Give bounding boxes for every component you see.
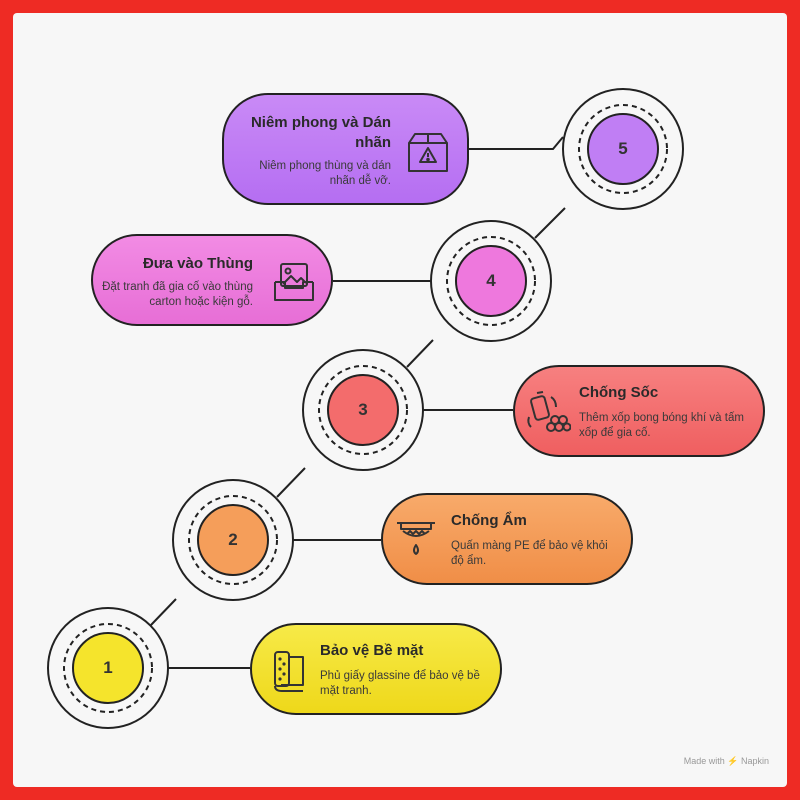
bubble-wrap-icon — [527, 391, 571, 432]
step-1-card: Bảo vệ Bề mặt Phủ giấy glassine để bảo v… — [250, 623, 502, 715]
step-2-card: Chống Ẩm Quấn màng PE để bảo vệ khỏi độ … — [381, 493, 633, 585]
step-1-desc: Phủ giấy glassine để bảo vệ bề mặt tranh… — [320, 670, 480, 697]
step-2-number: 2 — [228, 530, 238, 549]
link-3-4 — [406, 339, 434, 368]
step-4-number: 4 — [486, 271, 496, 290]
step-4-desc: Đặt tranh đã gia cố vào thùng carton hoặ… — [102, 281, 253, 308]
paper-roll-icon — [274, 651, 304, 692]
step-5-disk — [587, 113, 659, 185]
step-5-title: Niêm phong và Dán nhãn — [250, 114, 391, 151]
diagram-canvas: 1 2 3 4 5 Bảo vệ Bề mặt Phủ giấy glassin… — [13, 13, 787, 787]
step-2-desc: Quấn màng PE để bảo vệ khỏi độ ẩm. — [451, 540, 608, 567]
link-2-3 — [276, 467, 306, 498]
step-1-title: Bảo vệ Bề mặt — [320, 642, 424, 659]
step-3-title: Chống Sốc — [579, 384, 659, 401]
napkin-watermark: Made with ⚡ Napkin — [683, 756, 769, 766]
step-5-dashed-ring — [578, 104, 668, 194]
link-4-5 — [534, 207, 566, 239]
step-5-desc: Niêm phong thùng và dán nhãn dễ vỡ. — [259, 160, 391, 187]
water-drip-icon — [397, 522, 435, 555]
step-5-card: Niêm phong và Dán nhãn Niêm phong thùng … — [222, 93, 469, 205]
step-4-card: Đưa vào Thùng Đặt tranh đã gia cố vào th… — [91, 234, 333, 326]
step-5-number: 5 — [618, 139, 628, 158]
step-2-title: Chống Ẩm — [451, 512, 527, 529]
step-3-number: 3 — [358, 400, 368, 419]
step-1-number: 1 — [103, 658, 113, 677]
step-3-card: Chống Sốc Thêm xốp bong bóng khí và tấm … — [513, 365, 765, 457]
fragile-box-icon — [408, 133, 448, 172]
step-3-dashed-ring — [318, 365, 408, 455]
step-3-disk — [327, 374, 399, 446]
step-5-outer-ring — [562, 88, 684, 210]
step-1-disk — [72, 632, 144, 704]
step-1-dashed-ring — [63, 623, 153, 713]
step-3-desc: Thêm xốp bong bóng khí và tấm xốp để gia… — [579, 412, 744, 439]
picture-tray-icon — [274, 263, 314, 301]
step-4-disk — [455, 245, 527, 317]
step-4-dashed-ring — [446, 236, 536, 326]
step-4-title: Đưa vào Thùng — [142, 255, 253, 272]
step-2-disk — [197, 504, 269, 576]
link-1-2 — [150, 598, 177, 626]
connector-5 — [469, 136, 564, 150]
step-2-dashed-ring — [188, 495, 278, 585]
step-connectors — [47, 88, 684, 729]
